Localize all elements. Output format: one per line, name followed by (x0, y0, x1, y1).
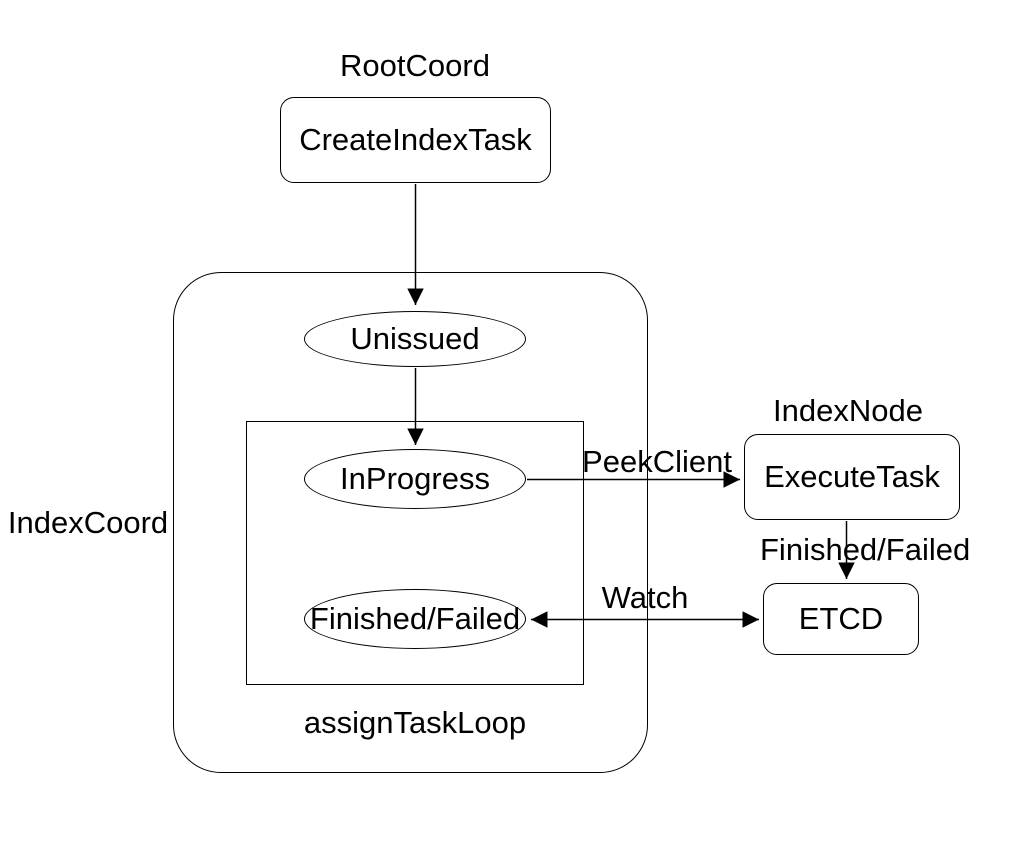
edge-label-peek-client: PeekClient (582, 444, 732, 479)
node-finished-failed: Finished/Failed (304, 589, 526, 649)
node-create-index-task: CreateIndexTask (280, 97, 551, 183)
index-node-group-label: IndexNode (773, 393, 923, 428)
node-etcd-label: ETCD (798, 601, 884, 636)
node-unissued-label: Unissued (350, 321, 480, 356)
edge-label-watch: Watch (601, 580, 689, 615)
node-execute-task: ExecuteTask (744, 434, 960, 520)
node-in-progress: InProgress (304, 449, 526, 509)
index-coord-group-label: IndexCoord (7, 505, 169, 540)
indexcoord-group-container (173, 272, 648, 773)
node-finished-failed-label: Finished/Failed (309, 601, 521, 636)
edge-label-finished-failed: Finished/Failed (760, 532, 971, 567)
node-create-index-task-label: CreateIndexTask (299, 122, 532, 157)
node-etcd: ETCD (763, 583, 919, 655)
root-coord-group-label: RootCoord (340, 48, 490, 83)
node-execute-task-label: ExecuteTask (764, 459, 940, 494)
assign-task-loop-group-label: assignTaskLoop (303, 705, 527, 740)
node-in-progress-label: InProgress (340, 461, 490, 496)
node-unissued: Unissued (304, 311, 526, 367)
